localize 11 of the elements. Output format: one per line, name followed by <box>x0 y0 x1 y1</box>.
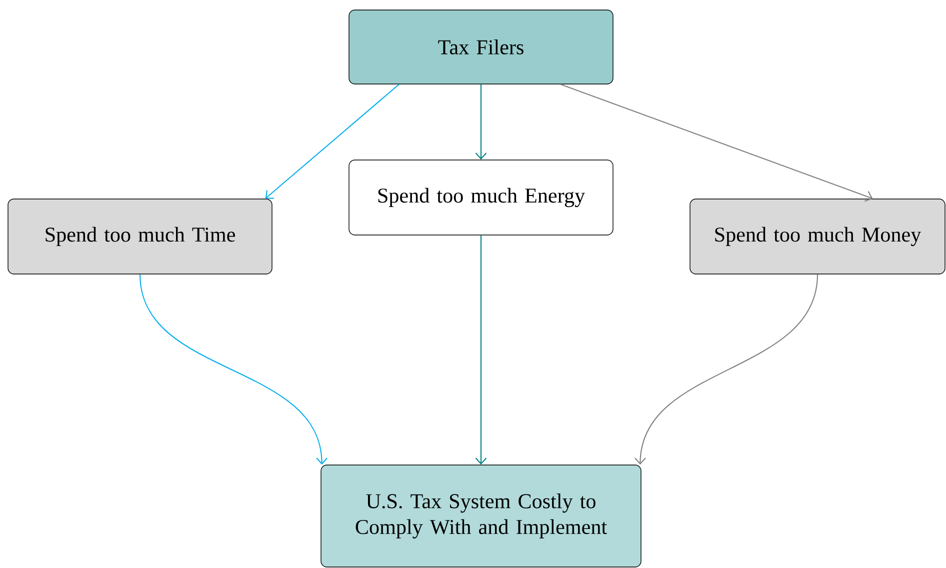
process-box: U.S. Tax System Costly to Comply With and Implement <box>320 464 642 568</box>
process-box: Tax Filers <box>348 10 614 84</box>
arrow <box>265 84 400 199</box>
arrow <box>560 84 873 202</box>
arrow <box>475 235 487 465</box>
process-box: Spend too much Money <box>690 198 946 274</box>
process-box: Spend too much Energy <box>348 160 614 236</box>
arrow <box>475 84 487 160</box>
arrow <box>634 274 818 465</box>
process-box: Spend too much Time <box>8 198 272 274</box>
arrow <box>139 274 328 465</box>
